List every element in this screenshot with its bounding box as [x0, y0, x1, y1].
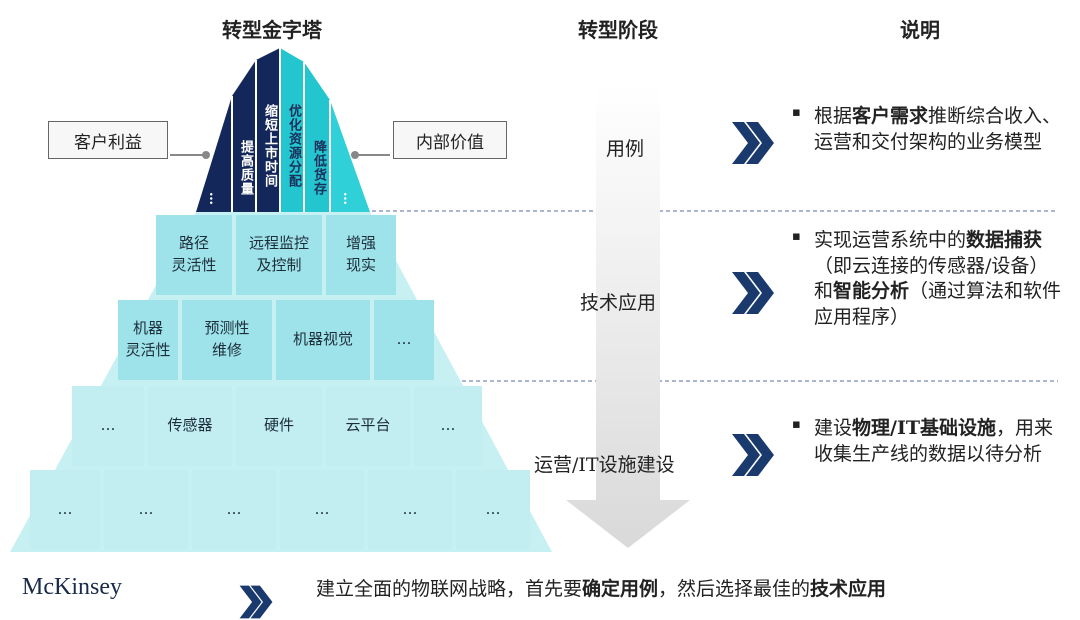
cell-tier5-2: …	[104, 470, 188, 550]
cell-machine-vision: 机器视觉	[276, 300, 370, 380]
cell-tier4-dots-right: …	[414, 386, 482, 466]
pyramid-graphic	[10, 48, 1058, 552]
cell-sensors: 传感器	[148, 386, 232, 466]
chevron-icon	[239, 585, 273, 619]
stage-ops-it-infra: 运营/IT设施建设	[534, 454, 675, 476]
stages-header: 转型阶段	[578, 18, 658, 42]
chevron-icon	[732, 434, 774, 476]
cell-tier5-3: …	[192, 470, 276, 550]
cell-tier5-4: …	[280, 470, 364, 550]
cell-augmented-reality: 增强 现实	[326, 215, 396, 295]
cell-remote-monitoring: 远程监控 及控制	[236, 215, 322, 295]
apex-slice-inventory	[304, 62, 330, 212]
explain-header: 说明	[900, 18, 940, 42]
apex-slice-ttm	[256, 48, 280, 212]
apex-optimize-alloc: 优化资源分配	[286, 104, 301, 188]
apex-slice-alloc	[280, 48, 304, 212]
description-use-case: ▪ 根据客户需求推断综合收入、运营和交付架构的业务模型	[792, 105, 1062, 153]
customer-benefit-label: 客户利益	[48, 121, 168, 159]
chevron-icon	[732, 122, 774, 164]
bottom-summary: 建立全面的物联网战略，首先要确定用例，然后选择最佳的技术应用	[316, 578, 887, 600]
pyramid-body	[10, 212, 552, 552]
apex-improve-quality: 提高质量	[238, 140, 253, 196]
description-ops-it-infra: ▪ 建设物理/IT基础设施，用来收集生产线的数据以待分析	[792, 417, 1053, 465]
cell-tier4-dots-left: …	[72, 386, 144, 466]
stage-use-case: 用例	[606, 138, 645, 160]
apex-slice-quality	[232, 60, 256, 212]
chevron-icon	[732, 272, 774, 314]
description-tech-application: ▪ 实现运营系统中的数据捕获（即云连接的传感器/设备）和智能分析（通过算法和软件…	[792, 229, 1062, 328]
apex-slice-right	[330, 100, 370, 212]
apex-right-dots: …	[340, 192, 355, 206]
cell-tier5-6: …	[456, 470, 530, 550]
internal-value-label: 内部价值	[393, 121, 507, 159]
stage-tech-application: 技术应用	[580, 292, 657, 314]
cell-cloud-platform: 云平台	[326, 386, 410, 466]
apex-reduce-inventory: 降低货存	[311, 140, 326, 196]
pyramid-header: 转型金字塔	[222, 18, 322, 42]
cell-path-flexibility: 路径 灵活性	[156, 215, 232, 295]
flow-arrow	[566, 84, 690, 548]
apex-left-dots: …	[206, 192, 221, 206]
apex-slice-left	[196, 96, 232, 212]
cell-tier5-1: …	[30, 470, 100, 550]
bullet: ▪	[792, 229, 801, 244]
cell-predictive-maintenance: 预测性 维修	[182, 300, 272, 380]
bullet: ▪	[792, 417, 801, 432]
cell-tier5-5: …	[368, 470, 452, 550]
cell-machine-flexibility: 机器 灵活性	[118, 300, 178, 380]
bullet: ▪	[792, 105, 801, 120]
mckinsey-logo: McKinsey	[22, 574, 122, 600]
cell-tier3-dots: …	[374, 300, 434, 380]
apex-shorten-ttm: 缩短上市时间	[262, 104, 277, 188]
cell-hardware: 硬件	[236, 386, 322, 466]
